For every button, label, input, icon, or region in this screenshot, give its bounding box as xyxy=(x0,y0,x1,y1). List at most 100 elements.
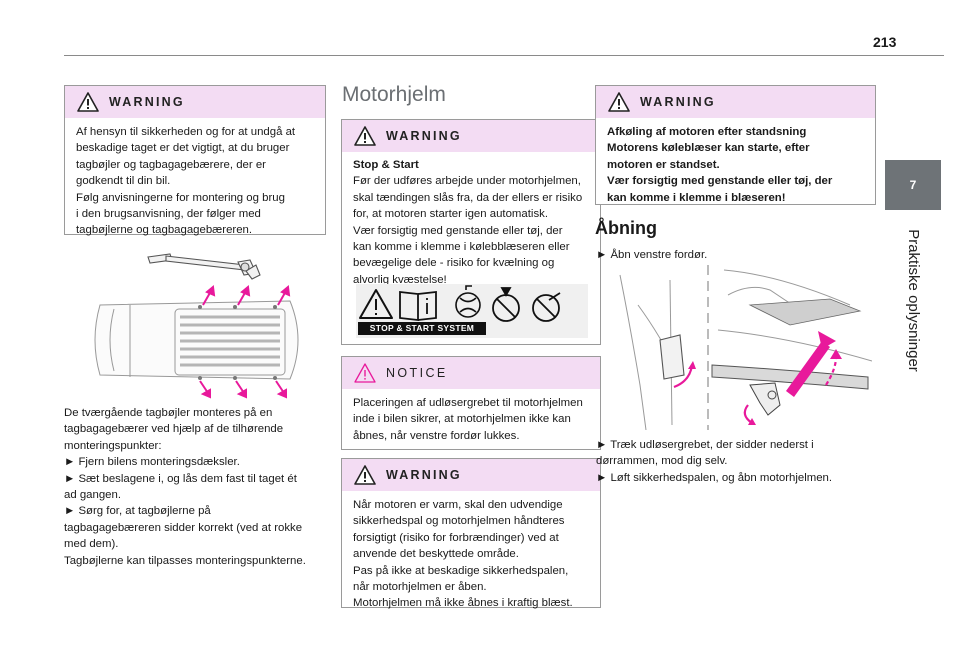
text-line: Placeringen af udløsergrebet til motorhj… xyxy=(353,397,583,409)
safety-catch xyxy=(749,382,781,416)
step-open-door: ► Åbn venstre fordør. xyxy=(596,249,708,261)
roof-bars-instructions: De tværgående tagbøjler monteres på en t… xyxy=(64,405,334,569)
notice-box: NOTICE Placeringen af udløsergrebet til … xyxy=(341,356,601,450)
chapter-title-vertical: Praktiske oplysninger xyxy=(885,215,941,385)
stop-start-icons xyxy=(358,285,561,335)
text-line: Afkøling af motoren efter standsning xyxy=(607,126,807,138)
hot-engine-warning-box: WARNING Når motoren er varm, skal den ud… xyxy=(341,458,601,609)
text-line: Tagbøjlerne kan tilpasses monteringspunk… xyxy=(64,554,306,567)
manual-book-icon xyxy=(399,290,437,322)
warning-header: WARNING xyxy=(65,86,325,118)
text-line: ► Sørg for, at tagbøjlerne på xyxy=(64,505,211,518)
hood-opening-illustration xyxy=(619,265,872,430)
warning-triangle-icon xyxy=(354,465,376,485)
notice-label: NOTICE xyxy=(386,366,448,380)
roof-bars-illustration xyxy=(94,253,299,399)
text-line: kan komme i klemme i kølebblæseren eller xyxy=(353,241,570,254)
danger-triangle-icon xyxy=(359,289,393,319)
text-line: Følg anvisningerne for montering og brug xyxy=(76,191,285,204)
warning-header: WARNING xyxy=(342,459,600,491)
lift-arrow-secondary xyxy=(825,356,838,386)
fan-hand-icon xyxy=(455,285,481,318)
text-line: Når motoren er varm, skal den udvendige xyxy=(353,499,563,511)
text-line: Motorens køleblæser kan starte, efter xyxy=(607,142,810,155)
text-line: ► Sæt beslagene i, og lås dem fast til t… xyxy=(64,472,297,485)
text-line: monteringspunkter: xyxy=(64,439,162,452)
roof-slats xyxy=(180,315,280,367)
text-line: bevægelige dele - risiko for kvælning og xyxy=(353,257,555,270)
text-line: Motorhjelmen må ikke åbnes i kraftig blæ… xyxy=(353,597,573,610)
chapter-title: Praktiske oplysninger xyxy=(904,228,922,372)
subsection-heading: Åbning xyxy=(595,218,657,238)
text-line: tagbøjler og tagbagagebærere, der er xyxy=(76,158,266,171)
mounting-points xyxy=(198,305,277,380)
warning-triangle-icon xyxy=(608,92,630,112)
text-line: for, at motoren starter igen automatisk. xyxy=(353,208,548,221)
text-line: Vær forsigtig med genstande eller tøj, d… xyxy=(353,224,563,237)
warning-label: WARNING xyxy=(386,468,462,482)
stop-start-warning-box: WARNING Stop & Start Før der udføres arb… xyxy=(341,119,601,345)
text-line: anvende det beskyttede område. xyxy=(353,548,519,561)
warning-label: WARNING xyxy=(640,95,716,109)
page-number: 213 xyxy=(873,34,897,50)
text-line: ► Løft sikkerhedspalen, og åbn motorhjel… xyxy=(596,471,833,484)
chapter-number: 7 xyxy=(909,178,917,192)
door-frame-line xyxy=(619,274,647,430)
text-line: Pas på ikke at beskadige sikkerhedspalen… xyxy=(353,564,569,577)
notice-text: Placeringen af udløsergrebet til motorhj… xyxy=(353,395,592,444)
text-line: De tværgående tagbøjler monteres på en xyxy=(64,407,273,419)
cooling-fan-warning-box: WARNING Afkøling af motoren efter stands… xyxy=(595,85,876,205)
warning-label: WARNING xyxy=(109,95,185,109)
text-line: alvorlig kvæstelse! xyxy=(353,273,447,286)
text-line: godkendt til din bil. xyxy=(76,175,171,188)
no-touch-icon xyxy=(492,287,520,322)
notice-header: NOTICE xyxy=(342,357,600,389)
lift-hood-arrow xyxy=(786,341,830,397)
hood-edge xyxy=(711,364,869,390)
text-line: ► Fjern bilens monteringsdæksler. xyxy=(64,456,240,469)
warning-header: WARNING xyxy=(342,120,600,152)
stop-start-system-label: STOP & START SYSTEM xyxy=(369,323,475,333)
roof-warning-box: WARNING Af hensyn til sikkerheden og for… xyxy=(64,85,326,236)
text-line: Før der udføres arbejde under motorhjelm… xyxy=(353,175,581,188)
hood-opening-instructions: ► Træk udløsergrebet, der sidder nederst… xyxy=(596,437,876,486)
no-tie-icon xyxy=(532,292,561,322)
hood-panel xyxy=(748,298,862,326)
warning-text: Af hensyn til sikkerheden og for at undg… xyxy=(76,124,317,239)
text-line: ► Træk udløsergrebet, der sidder nederst… xyxy=(596,439,814,451)
warning-text: Stop & Start Før der udføres arbejde und… xyxy=(353,157,592,288)
text-line: tagbøjlerne og tagbagagebæreren. xyxy=(76,224,253,237)
text-line: Vær forsigtig med genstande eller tøj, d… xyxy=(607,175,833,188)
text-line: tagbagagebærer ved hjælp af de tilhørend… xyxy=(64,423,284,436)
header-rule xyxy=(64,55,944,56)
text-line: forsigtigt (risiko for forbrændinger) ve… xyxy=(353,531,559,544)
warning-text: Når motoren er varm, skal den udvendige … xyxy=(353,497,592,612)
release-lever xyxy=(659,334,685,380)
text-line: med dem). xyxy=(64,538,119,551)
warning-triangle-icon xyxy=(77,92,99,112)
text-line: beskadige taget er det vigtigt, at du br… xyxy=(76,142,290,155)
section-heading: Motorhjelm xyxy=(342,83,446,106)
text-line: inde i bilen sikrer, at motorhjelmen ikk… xyxy=(353,413,571,426)
text-line: motoren er standset. xyxy=(607,158,720,171)
text-line: kan komme i klemme i blæseren! xyxy=(607,191,786,204)
stop-start-label-bg xyxy=(358,322,486,335)
warning-title: Stop & Start xyxy=(353,159,419,171)
text-line: skal tændingen slås fra, da der ellers e… xyxy=(353,191,583,204)
text-line: tagbagagebæreren sidder korrekt (ved at … xyxy=(64,521,303,534)
warning-triangle-icon xyxy=(354,126,376,146)
text-line: når motorhjelmen er åben. xyxy=(353,581,487,594)
text-line: sikkerhedspal og motorhjelmen håndteres xyxy=(353,515,565,528)
text-line: dørrammen, mod dig selv. xyxy=(596,455,728,468)
text-line: Af hensyn til sikkerheden og for at undg… xyxy=(76,126,296,138)
text-line: ad gangen. xyxy=(64,489,122,502)
text-line: i den brugsanvisning, der følger med xyxy=(76,208,261,221)
text-line: åbnes, når venstre fordør lukkes. xyxy=(353,429,520,442)
chapter-tab: 7 xyxy=(885,160,941,210)
warning-label: WARNING xyxy=(386,129,462,143)
roof-bar-drawing xyxy=(147,253,261,280)
warning-text: Afkøling af motoren efter standsning Mot… xyxy=(607,124,867,206)
notice-triangle-icon xyxy=(354,363,376,383)
stop-start-icon-strip: STOP & START SYSTEM xyxy=(356,284,588,338)
warning-header: WARNING xyxy=(596,86,875,118)
